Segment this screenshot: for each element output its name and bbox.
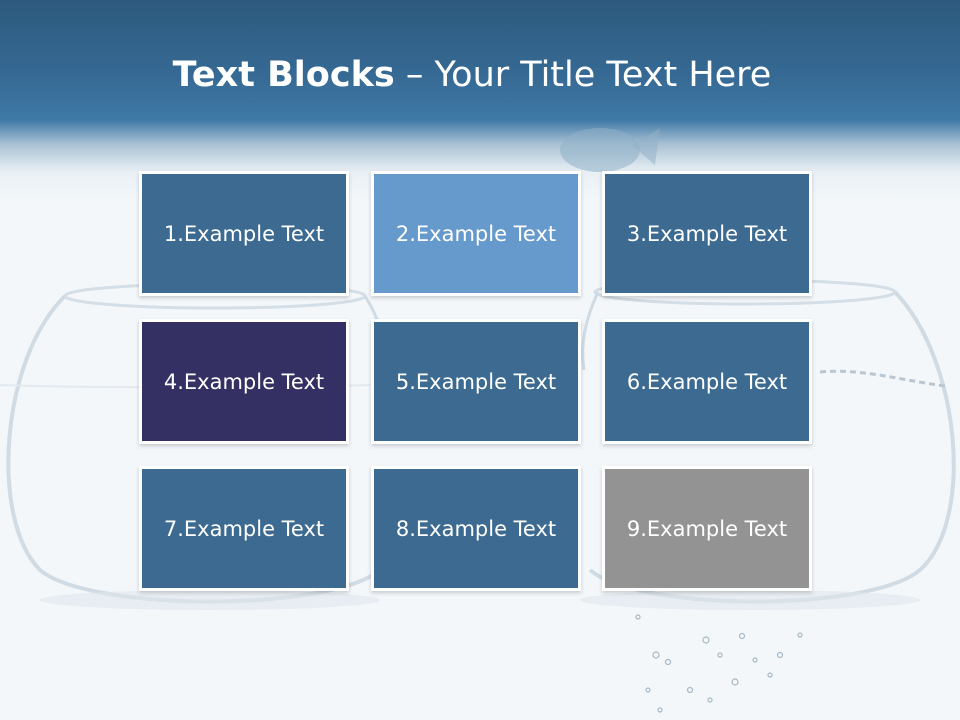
text-block-label: 2.Example Text	[395, 221, 557, 246]
text-block-5[interactable]: 5.Example Text	[371, 319, 581, 444]
text-block-6[interactable]: 6.Example Text	[602, 319, 812, 444]
text-block-label: 5.Example Text	[395, 369, 557, 394]
left-fishbowl-illustration	[0, 282, 385, 610]
text-block-2[interactable]: 2.Example Text	[371, 171, 581, 296]
text-block-7[interactable]: 7.Example Text	[139, 466, 349, 591]
text-block-label: 1.Example Text	[163, 221, 325, 246]
text-block-8[interactable]: 8.Example Text	[371, 466, 581, 591]
title-bold-text: Text Blocks	[172, 55, 395, 95]
fish-illustration	[560, 128, 660, 172]
text-block-label: 8.Example Text	[395, 516, 557, 541]
title-rest-text: – Your Title Text Here	[394, 55, 772, 95]
text-block-label: 9.Example Text	[626, 516, 788, 541]
text-block-label: 3.Example Text	[626, 221, 788, 246]
header-band	[0, 0, 960, 200]
bubbles-illustration	[635, 614, 803, 713]
text-block-3[interactable]: 3.Example Text	[602, 171, 812, 296]
text-block-label: 7.Example Text	[163, 516, 325, 541]
text-block-label: 6.Example Text	[626, 369, 788, 394]
slide-title: Text Blocks – Your Title Text Here	[0, 50, 944, 100]
text-block-1[interactable]: 1.Example Text	[139, 171, 349, 296]
text-block-label: 4.Example Text	[163, 369, 325, 394]
text-block-9[interactable]: 9.Example Text	[602, 466, 812, 591]
text-block-4[interactable]: 4.Example Text	[139, 319, 349, 444]
